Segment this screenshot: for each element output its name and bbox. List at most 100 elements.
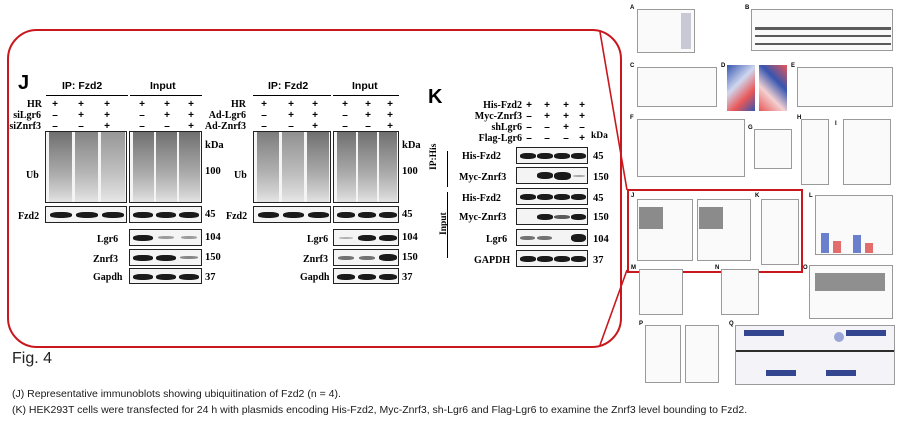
j-left-ub-ip-blot <box>45 131 127 203</box>
sign: – <box>78 121 84 132</box>
overview-bar <box>865 243 873 253</box>
sign: + <box>139 99 145 110</box>
sign: – <box>563 133 569 144</box>
j-left-gapdh-kda: 37 <box>205 272 216 283</box>
k-ip-bracket <box>447 151 448 187</box>
overview-heatmap <box>727 65 755 111</box>
sign: + <box>288 99 294 110</box>
j-left-input-underline <box>130 95 202 96</box>
k-row-label: shLgr6 <box>491 122 522 133</box>
panel-j-letter: J <box>18 72 30 94</box>
j-right-ub-kda: 100 <box>402 166 418 177</box>
sign: + <box>104 121 110 132</box>
overview-letter: H <box>797 115 802 121</box>
j-left-input-header: Input <box>150 80 176 92</box>
sign: + <box>312 99 318 110</box>
sign: + <box>164 110 170 121</box>
sign: + <box>579 111 585 122</box>
j-left-lgr6-label: Lgr6 <box>97 234 119 245</box>
j-left-ip-underline <box>46 95 128 96</box>
sign: + <box>387 110 393 121</box>
j-right-znrf3-blot <box>333 249 399 266</box>
connector-top <box>599 31 628 191</box>
sign: – <box>288 121 294 132</box>
k-blot-label: Myc-Znrf3 <box>459 212 507 223</box>
caption-k: (K) HEK293T cells were transfected for 2… <box>12 404 748 416</box>
j-right-row-label: Ad-Lgr6 <box>208 110 246 121</box>
sign: – <box>579 122 585 133</box>
j-left-ub-kda: 100 <box>205 166 221 177</box>
overview-band <box>755 35 891 37</box>
sign: – <box>342 110 348 121</box>
overview-panel-h <box>801 119 829 185</box>
sign: – <box>261 121 267 132</box>
j-left-lgr6-kda: 104 <box>205 232 221 243</box>
panel-k-letter: K <box>428 86 443 108</box>
k-his-fzd2-ip-blot <box>516 147 588 164</box>
overview-panel-g <box>754 129 792 169</box>
j-left-row-label: siZnrf3 <box>9 121 41 132</box>
j-right-lgr6-kda: 104 <box>402 232 418 243</box>
k-row-label: His-Fzd2 <box>483 100 522 111</box>
j-left-kda-header: kDa <box>205 140 224 151</box>
k-blot-kda: 45 <box>593 193 604 204</box>
sign: + <box>387 121 393 132</box>
overview-panel-q <box>735 325 895 385</box>
k-blot-label: Myc-Znrf3 <box>459 172 507 183</box>
overview-smear <box>815 273 885 291</box>
overview-panel-m <box>639 269 683 315</box>
k-blot-label: GAPDH <box>474 255 511 266</box>
sign: + <box>579 133 585 144</box>
sign: + <box>78 99 84 110</box>
sign: + <box>52 99 58 110</box>
sign: + <box>78 110 84 121</box>
j-right-ip-header: IP: Fzd2 <box>268 80 309 92</box>
overview-letter: N <box>715 265 720 271</box>
highlight-box: J K <box>627 189 803 273</box>
sign: – <box>365 121 371 132</box>
connector-bottom <box>599 269 628 346</box>
sign: + <box>312 121 318 132</box>
j-right-lgr6-blot <box>333 229 399 246</box>
overview-panel-c <box>637 67 717 107</box>
sign: + <box>164 99 170 110</box>
overview-letter: L <box>809 193 813 199</box>
sign: + <box>387 99 393 110</box>
overview-panel-e <box>797 67 893 107</box>
j-right-gapdh-label: Gapdh <box>300 272 330 283</box>
j-left-fzd2-ip-blot <box>45 206 127 223</box>
overview-band <box>755 43 891 45</box>
sign: – <box>164 121 170 132</box>
overview-letter: M <box>631 265 636 271</box>
j-right-input-header: Input <box>352 80 378 92</box>
k-blot-kda: 37 <box>593 255 604 266</box>
overview-letter: E <box>791 63 796 69</box>
j-left-znrf3-blot <box>129 249 202 266</box>
sign: – <box>526 133 532 144</box>
sign: – <box>526 111 532 122</box>
j-right-row-label: HR <box>231 99 246 110</box>
sign: – <box>52 121 58 132</box>
overview-panel-n <box>721 269 759 315</box>
k-gapdh-input-blot <box>516 250 588 267</box>
sign: + <box>563 100 569 111</box>
sign: + <box>563 122 569 133</box>
k-blot-kda: 45 <box>593 151 604 162</box>
overview-bar <box>833 241 841 253</box>
sign: + <box>526 100 532 111</box>
overview-letter: Q <box>729 321 734 327</box>
j-right-ub-ip-blot <box>253 131 331 203</box>
j-left-ub-input-blot <box>129 131 202 203</box>
j-left-ip-header: IP: Fzd2 <box>62 80 103 92</box>
sign: + <box>104 110 110 121</box>
k-input-group-label: Input <box>439 212 449 235</box>
sign: – <box>526 122 532 133</box>
j-right-znrf3-kda: 150 <box>402 252 418 263</box>
sign: + <box>365 110 371 121</box>
j-left-fzd2-kda: 45 <box>205 209 216 220</box>
sign: + <box>563 111 569 122</box>
j-right-lgr6-label: Lgr6 <box>307 234 329 245</box>
sign: – <box>544 133 550 144</box>
k-kda-header: kDa <box>591 131 608 141</box>
